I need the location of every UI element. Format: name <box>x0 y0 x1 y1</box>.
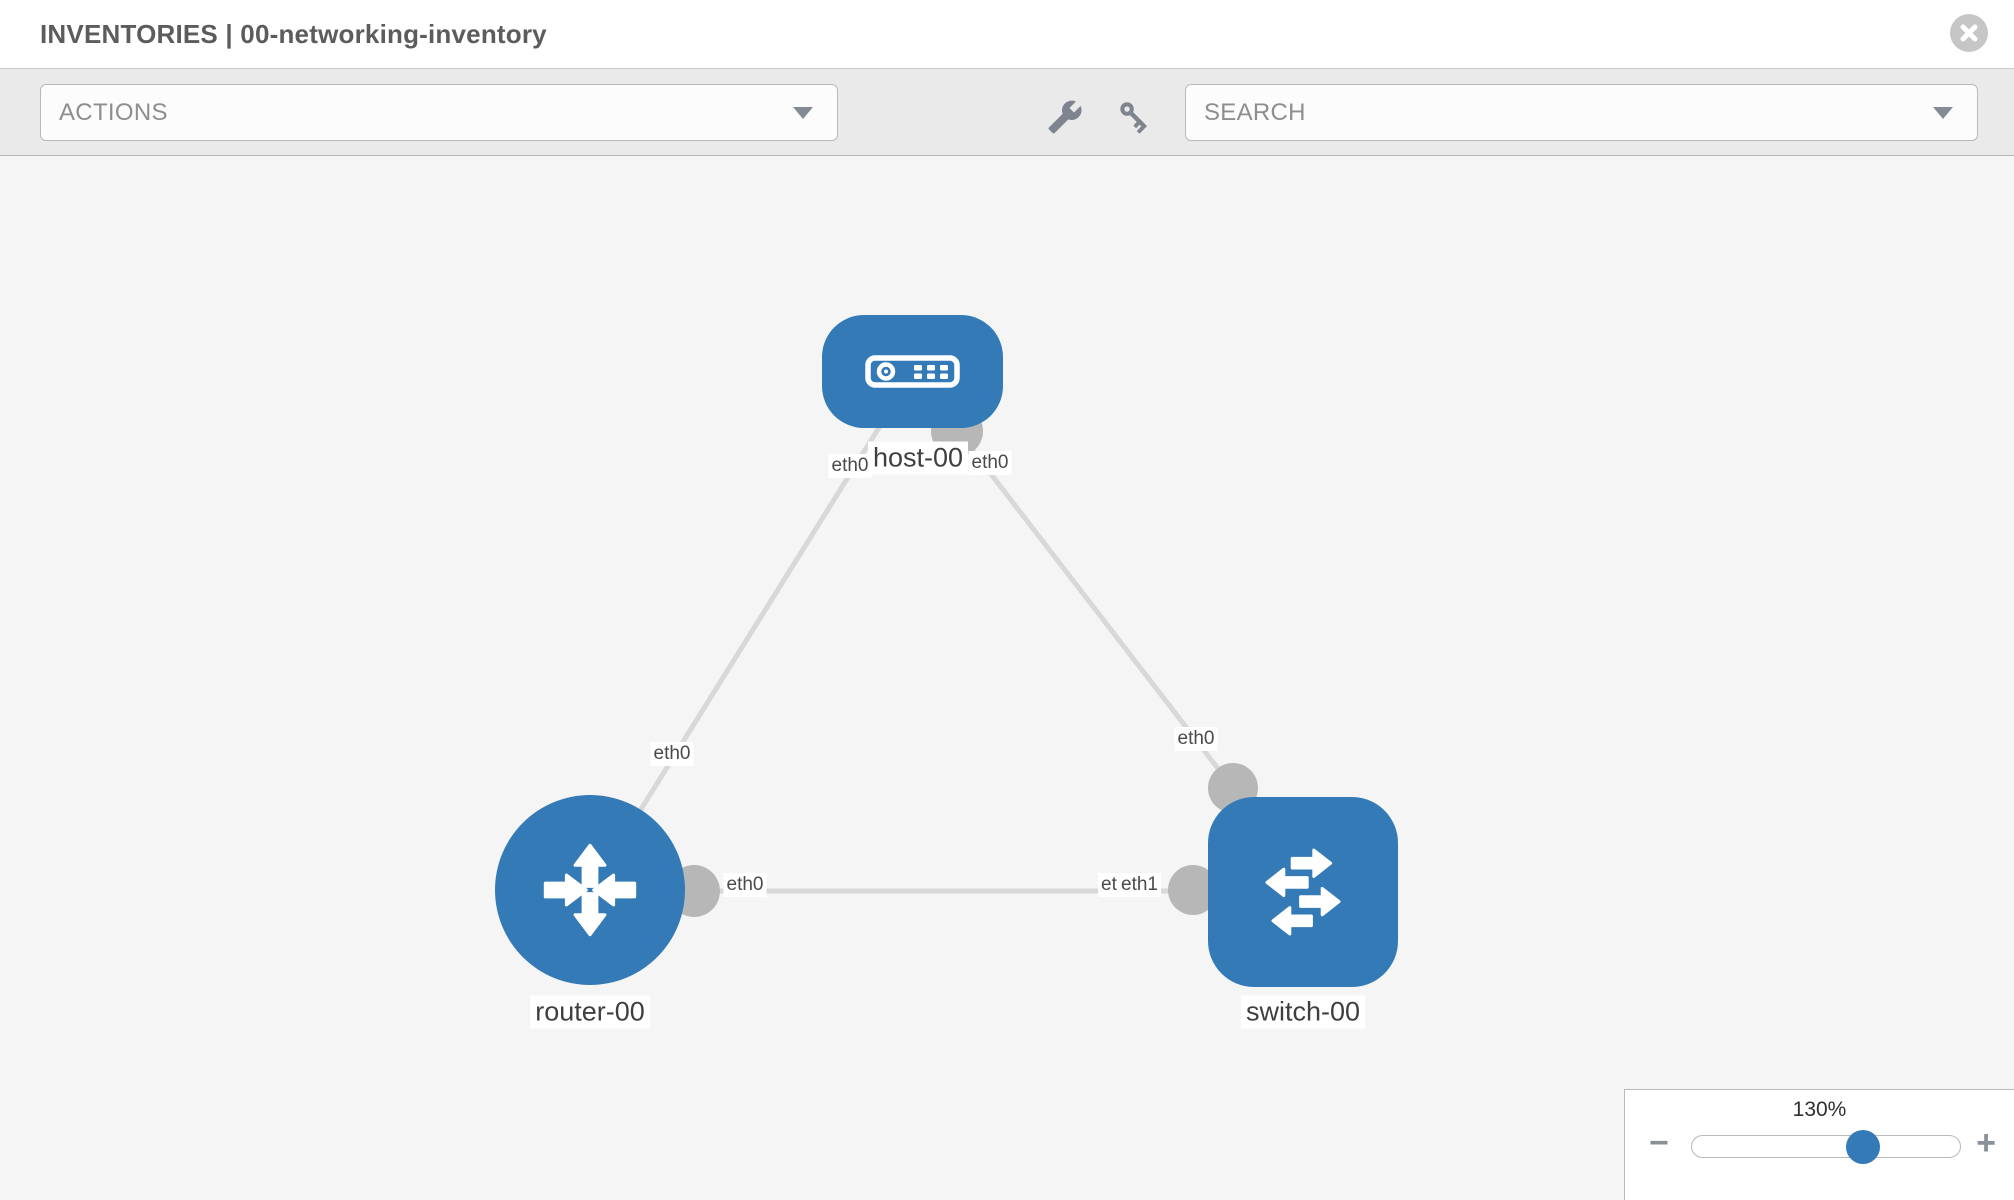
router-icon <box>543 843 637 937</box>
topology-canvas[interactable]: host-00 router-00 switch-00 eth0 eth0 et… <box>0 156 2014 1200</box>
node-label-switch: switch-00 <box>1240 995 1366 1029</box>
interface-label-switch-eth1: eth1 <box>1118 873 1161 897</box>
zoom-out-button[interactable]: − <box>1649 1124 1669 1162</box>
page-title: INVENTORIES | 00-networking-inventory <box>40 19 547 49</box>
key-icon <box>1120 102 1147 134</box>
close-button[interactable] <box>1950 14 1988 52</box>
interface-label-router-eth0-to-host: eth0 <box>650 742 694 766</box>
zoom-panel: 130% − + <box>1624 1089 2014 1200</box>
configure-button[interactable] <box>1045 97 1085 137</box>
page-header: INVENTORIES | 00-networking-inventory <box>0 0 2014 68</box>
host-icon <box>865 355 960 388</box>
actions-dropdown-label: ACTIONS <box>59 98 168 126</box>
wrench-icon <box>1048 100 1082 134</box>
interface-endpoint-switch-eth1[interactable] <box>1168 865 1218 915</box>
node-host-00[interactable] <box>822 315 1003 428</box>
node-label-router: router-00 <box>530 995 650 1029</box>
switch-icon <box>1265 848 1341 936</box>
interface-label-switch-eth0-to-host: eth0 <box>1174 727 1218 751</box>
node-switch-00[interactable] <box>1208 797 1398 987</box>
interface-label-router-eth0-to-switch: eth0 <box>723 873 767 897</box>
zoom-in-button[interactable]: + <box>1976 1124 1996 1162</box>
interface-label-host-eth0-to-switch: eth0 <box>968 451 1012 475</box>
node-router-00[interactable] <box>495 795 685 985</box>
search-dropdown[interactable]: SEARCH <box>1185 84 1978 141</box>
zoom-slider-handle[interactable] <box>1845 1129 1880 1164</box>
actions-dropdown[interactable]: ACTIONS <box>40 84 838 141</box>
close-icon <box>1960 24 1978 42</box>
caret-down-icon <box>793 106 813 119</box>
topology-links-layer <box>587 371 1303 917</box>
search-input-label: SEARCH <box>1204 98 1306 126</box>
toolbar: ACTIONS SEARCH <box>0 68 2014 156</box>
zoom-slider[interactable] <box>1691 1129 1961 1164</box>
interface-label-host-eth0-to-router: eth0 <box>828 454 872 478</box>
node-label-host: host-00 <box>867 441 969 475</box>
zoom-level-value: 130% <box>1792 1098 1847 1121</box>
credentials-button[interactable] <box>1115 97 1155 137</box>
caret-down-icon <box>1933 106 1953 119</box>
